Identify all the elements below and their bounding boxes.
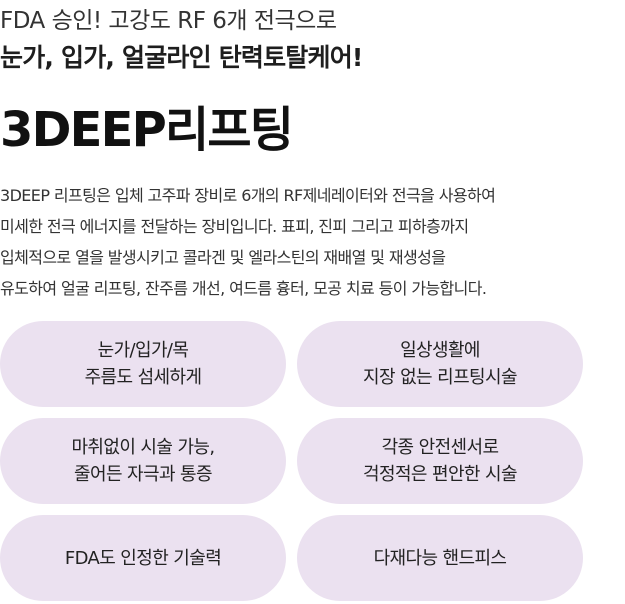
feature-pill-fda-approved: FDA도 인정한 기술력: [0, 515, 286, 601]
feature-pill-line2: 지장 없는 리프팅시술: [363, 367, 517, 388]
feature-pill-versatile-handpiece: 다재다능 핸드피스: [297, 515, 583, 601]
description-line: 3DEEP 리프팅은 입체 고주파 장비로 6개의 RF제네레이터와 전극을 사…: [0, 186, 496, 205]
hero-subtitle-line1: FDA 승인! 고강도 RF 6개 전극으로: [0, 8, 337, 34]
feature-pill-line2: 주름도 섬세하게: [84, 367, 202, 388]
hero-subtitle-line2: 눈가, 입가, 얼굴라인 탄력토탈케어!: [0, 43, 363, 72]
page-title: 3DEEP리프팅: [0, 102, 294, 158]
description-paragraph: 3DEEP 리프팅은 입체 고주파 장비로 6개의 RF제네레이터와 전극을 사…: [0, 180, 625, 304]
feature-pill-no-anesthesia: 마취없이 시술 가능, 줄어든 자극과 통증: [0, 418, 286, 504]
feature-pill-line1: 일상생활에: [400, 340, 480, 361]
feature-pill-line1: FDA도 인정한 기술력: [64, 547, 222, 569]
feature-pill-line2: 걱정적은 편안한 시술: [363, 464, 517, 485]
feature-pill-safety-sensors: 각종 안전센서로 걱정적은 편안한 시술: [297, 418, 583, 504]
feature-pill-no-downtime: 일상생활에 지장 없는 리프팅시술: [297, 321, 583, 407]
description-line: 유도하여 얼굴 리프팅, 잔주름 개선, 여드름 흉터, 모공 치료 등이 가능…: [0, 279, 487, 298]
feature-pill-line1: 다재다능 핸드피스: [373, 547, 507, 569]
description-line: 입체적으로 열을 발생시키고 콜라겐 및 엘라스틴의 재배열 및 재생성을: [0, 248, 446, 267]
feature-pill-line1: 마취없이 시술 가능,: [71, 437, 215, 458]
feature-pill-wrinkle-care: 눈가/입가/목 주름도 섬세하게: [0, 321, 286, 407]
feature-pill-line2: 줄어든 자극과 통증: [74, 464, 213, 485]
description-line: 미세한 전극 에너지를 전달하는 장비입니다. 표피, 진피 그리고 피하층까지: [0, 217, 469, 236]
feature-pill-line1: 각종 안전센서로: [381, 437, 499, 458]
feature-pill-line1: 눈가/입가/목: [97, 340, 189, 361]
feature-grid: 눈가/입가/목 주름도 섬세하게 일상생활에 지장 없는 리프팅시술 마취없이 …: [0, 321, 625, 604]
